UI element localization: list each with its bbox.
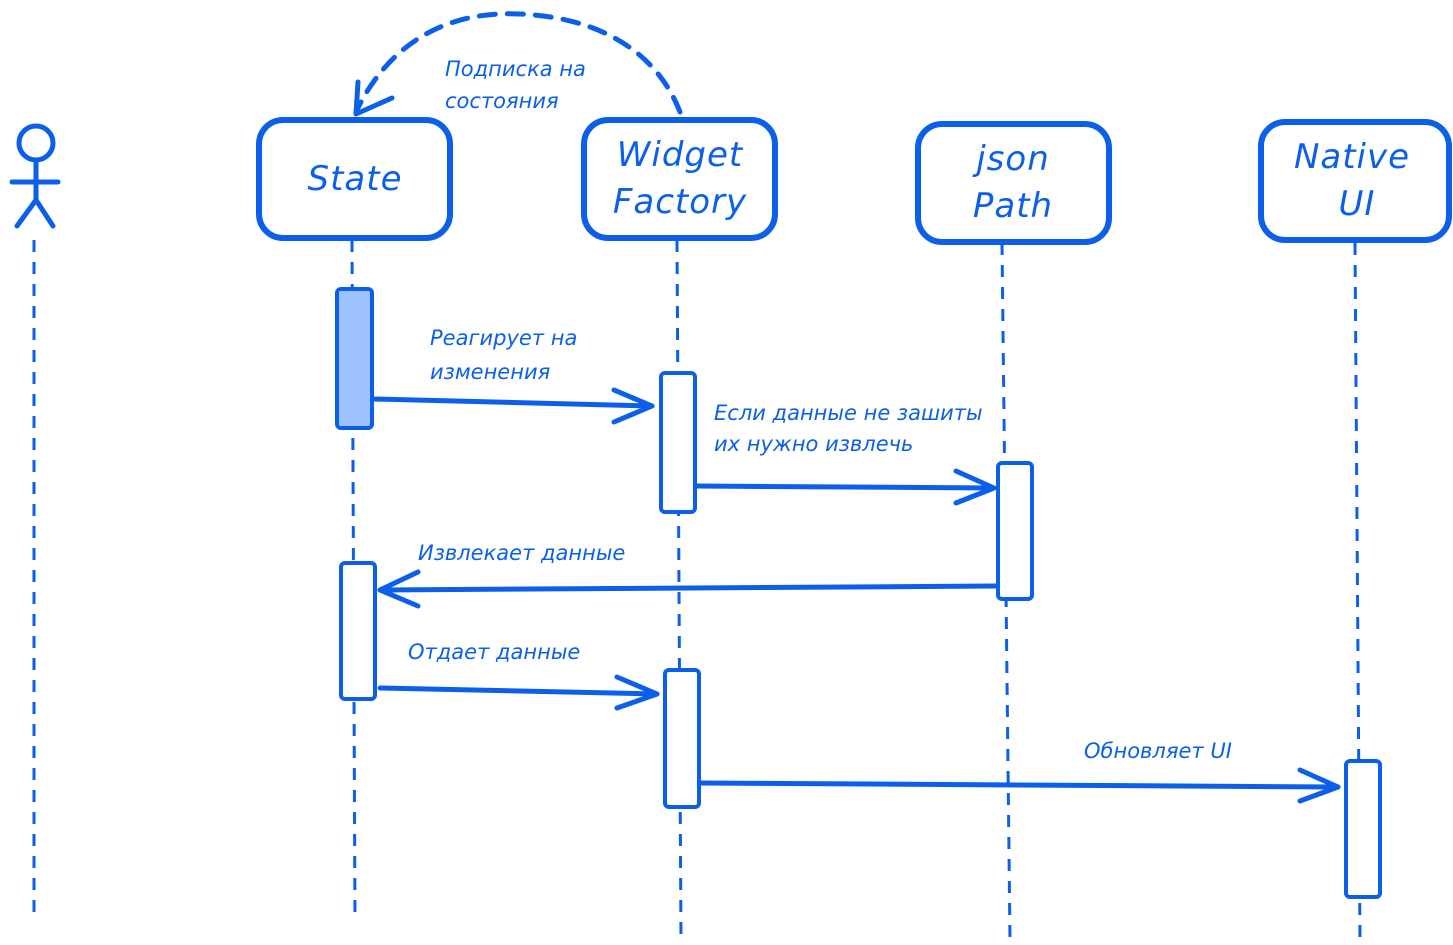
participant-native-ui: Native UI xyxy=(1258,119,1452,243)
message-extracts-data: Извлекает данные xyxy=(377,541,999,609)
activation-json-path-1 xyxy=(996,461,1034,601)
message-reacts-label-line1: Реагирует на xyxy=(430,326,577,350)
message-reacts: Реагирует на изменения xyxy=(371,326,655,425)
participant-widget-factory-label-line1: Widget xyxy=(617,135,744,175)
message-updates-ui-label: Обновляет UI xyxy=(1084,739,1232,763)
participant-widget-factory: Widget Factory xyxy=(581,117,778,241)
message-subscribe: Подписка на состояния xyxy=(353,11,683,117)
participant-widget-factory-label-line2: Factory xyxy=(613,182,747,222)
participant-json-path: json Path xyxy=(915,121,1112,245)
lifeline-widget-factory xyxy=(675,239,683,941)
message-extract-label-line2: их нужно извлечь xyxy=(714,432,913,456)
activation-state-2 xyxy=(339,561,377,701)
activation-state-1 xyxy=(335,287,374,430)
message-extract-if-not-sewn: Если данные не зашиты их нужно извлечь xyxy=(694,401,997,506)
lifeline-json-path xyxy=(1000,242,1012,941)
message-subscribe-label-line2: состояния xyxy=(445,89,559,113)
participant-native-ui-label-line1: Native xyxy=(1294,137,1410,177)
participant-json-path-label-line1: json xyxy=(972,139,1050,179)
message-extracts-data-label: Извлекает данные xyxy=(418,541,625,565)
message-gives-data-label: Отдает данные xyxy=(408,640,580,664)
message-extract-label-line1: Если данные не зашиты xyxy=(714,401,983,425)
participant-json-path-label-line2: Path xyxy=(973,186,1053,226)
participant-state: State xyxy=(256,117,453,241)
message-gives-data: Отдает данные xyxy=(377,640,660,711)
message-subscribe-label-line1: Подписка на xyxy=(445,57,586,81)
participant-native-ui-label-line2: UI xyxy=(1339,184,1376,224)
activation-widget-factory-2 xyxy=(663,668,701,809)
activation-widget-factory-1 xyxy=(659,371,697,514)
participant-state-label: State xyxy=(308,159,403,199)
message-updates-ui: Обновляет UI xyxy=(698,739,1341,804)
message-reacts-label-line2: изменения xyxy=(430,360,550,384)
activation-native-ui-1 xyxy=(1344,759,1382,899)
actor-icon xyxy=(9,123,61,229)
